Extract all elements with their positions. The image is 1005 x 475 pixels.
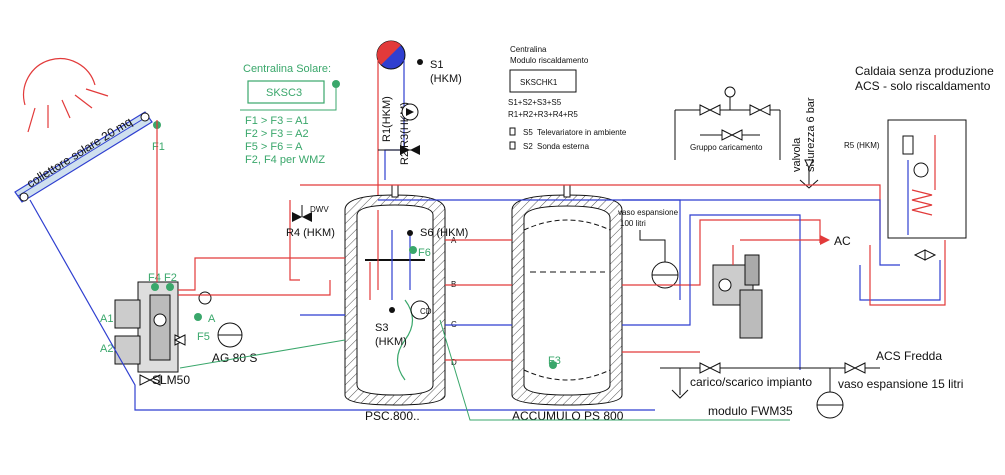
a-label: A [208, 313, 216, 325]
solar-rule-3: F5 > F6 = A [245, 141, 303, 153]
s1-sub: (HKM) [430, 73, 462, 85]
tank1-label: PSC.800.. [365, 409, 420, 423]
boiler-r5: R5 (HKM) [844, 141, 880, 150]
s6-label: S6 (HKM) [420, 227, 468, 239]
heating-controller: Centralina Modulo riscaldamento SKSCHK1 … [508, 45, 627, 151]
expansion-vessel-ag80-icon [217, 322, 243, 348]
s3-code: S3 [375, 322, 388, 334]
safety-valve-line1: valvola [791, 137, 803, 172]
hc-model: SKSCHK1 [520, 78, 558, 87]
sensor-s1-dot [417, 59, 423, 65]
collector-label: collettore solare 20 mq [24, 114, 134, 190]
carico-label: carico/scarico impianto [690, 375, 812, 389]
s1-code: S1 [430, 59, 443, 71]
f5-label: F5 [197, 331, 210, 343]
f4-label: F4 [148, 272, 161, 284]
f2-label: F2 [164, 272, 177, 284]
sensor-f1-label: F1 [152, 141, 165, 153]
r4-label: R4 (HKM) [286, 227, 335, 239]
tank-ps800: ACCUMULO PS 800 [511, 184, 624, 423]
solar-collector: collettore solare 20 mq [14, 111, 153, 203]
solar-rule-4: F2, F4 per WMZ [245, 154, 325, 166]
solar-rule-1: F1 > F3 = A1 [245, 115, 309, 127]
hc-note-s5-code: S5 [523, 128, 533, 137]
dwv-label: DWV [310, 205, 329, 214]
safety-valve-icon [799, 159, 819, 189]
a1-label: A1 [100, 313, 113, 325]
fill-group-label: Gruppo caricamento [690, 143, 763, 152]
hc-note-s2: Sonda esterna [537, 142, 590, 151]
acs-fredda-label: ACS Fredda [876, 349, 942, 363]
solar-controller: Centralina Solare: SKSC3 F1 > F3 = A1 F2… [243, 63, 340, 166]
boiler: Caldaia senza produzione ACS - solo risc… [844, 64, 994, 261]
port-d: D [451, 358, 457, 367]
expansion-vessel-15-icon [816, 368, 844, 419]
station-label: SLM50 [152, 373, 190, 387]
a2-label: A2 [100, 343, 113, 355]
r1-label: R1(HKM) [381, 96, 393, 142]
solar-controller-title: Centralina Solare: [243, 63, 331, 75]
hc-note-s5: Televariatore in ambiente [537, 128, 627, 137]
hc-title-1: Centralina [510, 45, 547, 54]
s3-sub: (HKM) [375, 336, 407, 348]
hc-rule-1: S1+S2+S3+S5 [508, 98, 562, 107]
expansion-vessel-100-icon [639, 230, 679, 289]
vaso100-line2: 100 litri [620, 219, 646, 228]
ac-label: AC [834, 234, 851, 248]
sensor-f6-dot [409, 246, 417, 254]
f3-label: F3 [548, 355, 561, 367]
sensor-f3-dot [549, 361, 557, 369]
tank1-cd: CD [420, 307, 432, 316]
fwm-module [712, 245, 763, 339]
tank2-label: ACCUMULO PS 800 [512, 409, 624, 423]
fill-group: Gruppo caricamento [674, 86, 781, 160]
tank-psc800: PSC.800.. CD [344, 184, 446, 423]
hc-rule-2: R1+R2+R3+R4+R5 [508, 110, 578, 119]
vaso100-line1: vaso espansione [618, 208, 679, 217]
r4-valve-icon [292, 205, 312, 222]
hc-title-2: Modulo riscaldamento [510, 56, 589, 65]
safety-valve-line2: sicurezza 6 bar [805, 97, 817, 172]
boiler-line2: ACS - solo riscaldamento [855, 79, 991, 93]
sun-icon [23, 58, 109, 133]
solar-rule-2: F2 > F3 = A2 [245, 128, 309, 140]
f6-label: F6 [418, 247, 431, 259]
boiler-line1: Caldaia senza produzione [855, 64, 994, 78]
mixer-valve-icon [376, 40, 406, 70]
solar-controller-model: SKSC3 [266, 87, 302, 99]
hc-note-s2-code: S2 [523, 142, 533, 151]
ag80-label: AG 80 S [212, 351, 257, 365]
fwm-label: modulo FWM35 [708, 404, 793, 418]
pump-icon [401, 103, 419, 121]
vaso15-label: vaso espansione 15 litri [838, 377, 963, 391]
